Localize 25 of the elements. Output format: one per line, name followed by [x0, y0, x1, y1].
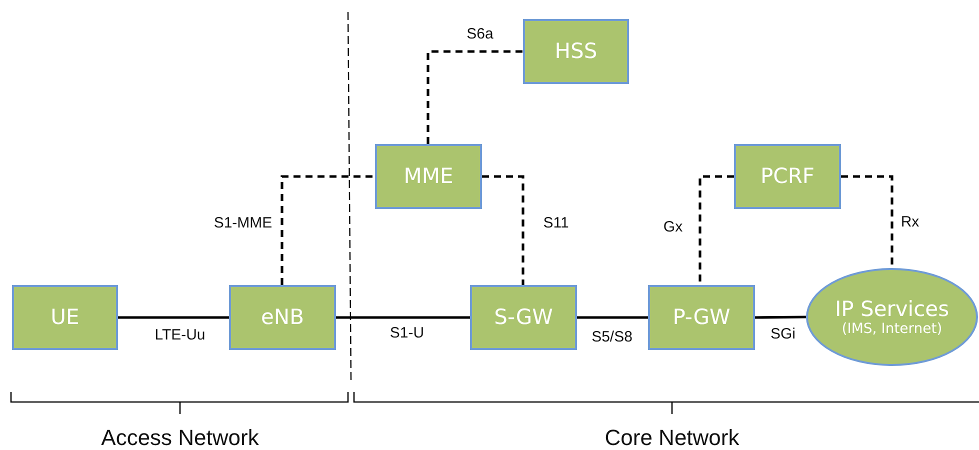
connector-line [577, 316, 648, 319]
network-element-box [734, 144, 841, 209]
connector-line [336, 316, 470, 319]
connector-line [754, 316, 806, 319]
section-label: Core Network [604, 425, 740, 450]
node-label: PCRF [760, 164, 814, 189]
network-element-box [229, 285, 336, 350]
node-label: HSS [554, 39, 598, 64]
network-element-box [470, 285, 577, 350]
node-label: S-GW [494, 305, 553, 330]
connector-line [426, 50, 523, 144]
connector-line [280, 175, 375, 285]
node-label: eNB [260, 305, 304, 330]
network-element-box [12, 285, 118, 350]
node-sublabel: (IMS, Internet) [842, 320, 942, 338]
connector-line [482, 175, 524, 285]
node-label: P-GW [672, 305, 730, 330]
section-label: Access Network [101, 425, 259, 450]
network-element-box [523, 19, 629, 84]
network-element-box [648, 285, 755, 350]
node-label: UE [50, 305, 80, 330]
connector-line [118, 316, 229, 319]
node-label: IP Services [834, 296, 950, 321]
network-element-box [375, 144, 482, 209]
node-label: MME [404, 164, 454, 189]
